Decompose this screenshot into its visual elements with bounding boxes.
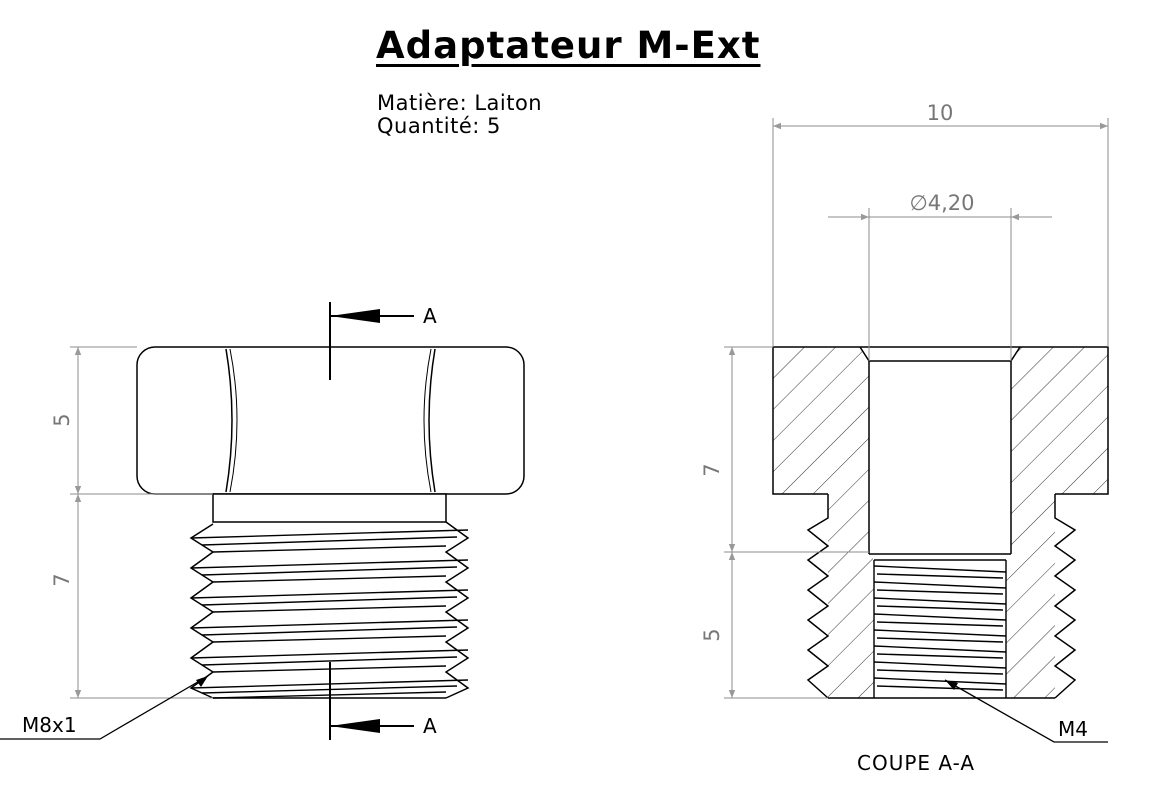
right-dimensions: 10 ∅4,20 7 5 <box>700 101 1109 699</box>
internal-thread-callout: M4 <box>944 679 1108 743</box>
dim-thread-depth: 5 <box>700 628 724 641</box>
threaded-shank <box>189 493 470 699</box>
section-material <box>773 347 874 698</box>
external-thread-callout: M8x1 <box>0 675 209 740</box>
internal-thread <box>873 559 1007 698</box>
section-caption: COUPE A-A <box>857 751 975 775</box>
dim-thread-length: 7 <box>50 573 74 586</box>
dim-bore-depth: 7 <box>700 463 724 476</box>
section-marker-bottom: A <box>423 714 437 738</box>
dim-bore-diameter: ∅4,20 <box>909 191 974 215</box>
dim-hex-height: 5 <box>50 413 74 426</box>
dim-overall-width: 10 <box>927 101 954 125</box>
material-note: Matière: Laiton <box>377 91 543 115</box>
quantity-note: Quantité: 5 <box>377 114 501 138</box>
section-marker-top: A <box>423 304 437 328</box>
drawing-title: Adaptateur M-Ext <box>376 24 761 67</box>
exterior-view: A A 5 7 M8x1 <box>0 302 525 740</box>
thread-label-m4: M4 <box>1058 717 1088 741</box>
section-line-a-a: A A <box>329 302 437 740</box>
section-view: 10 ∅4,20 7 5 M4 COUPE A- <box>700 101 1109 775</box>
thread-label-m8x1: M8x1 <box>22 713 77 737</box>
left-dimensions: 5 7 <box>50 346 213 699</box>
